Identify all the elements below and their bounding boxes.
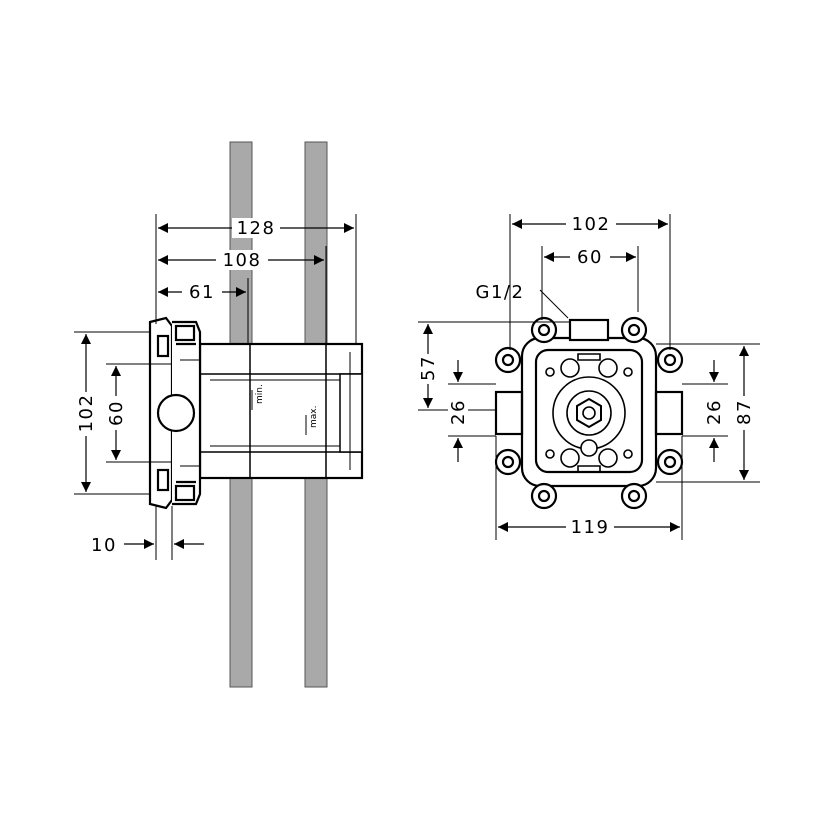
dim-label-26-right: 26 — [704, 399, 725, 425]
dim-label-102-side: 102 — [76, 394, 97, 433]
front-view — [418, 214, 760, 540]
valve-internals — [545, 353, 633, 473]
dim-label-102-front: 102 — [572, 214, 611, 235]
side-view — [74, 141, 364, 688]
dim-label-108: 108 — [223, 250, 262, 271]
note-max: max. — [309, 406, 319, 428]
dim-label-10: 10 — [91, 535, 117, 556]
thread-label: G1/2 — [476, 282, 525, 303]
valve-body-front — [494, 316, 684, 510]
dim-label-60-side: 60 — [106, 400, 127, 426]
front-view-labels: 102 60 G1/2 57 26 26 87 119 — [418, 214, 755, 538]
side-view-labels: 128 108 61 102 60 10 min. max. — [76, 218, 319, 556]
dim-label-119: 119 — [571, 517, 610, 538]
dim-label-26-left: 26 — [448, 399, 469, 425]
extension-lines-front — [418, 214, 760, 540]
mounting-flange — [148, 316, 202, 510]
note-min: min. — [255, 384, 265, 404]
dim-label-128: 128 — [237, 218, 276, 239]
dim-label-60-front: 60 — [577, 247, 603, 268]
dim-label-87: 87 — [734, 399, 755, 425]
valve-body-side — [198, 342, 364, 480]
dim-label-57: 57 — [418, 355, 439, 381]
dim-label-61: 61 — [189, 282, 215, 303]
depth-markers — [251, 390, 307, 435]
extension-lines-side — [74, 214, 357, 560]
